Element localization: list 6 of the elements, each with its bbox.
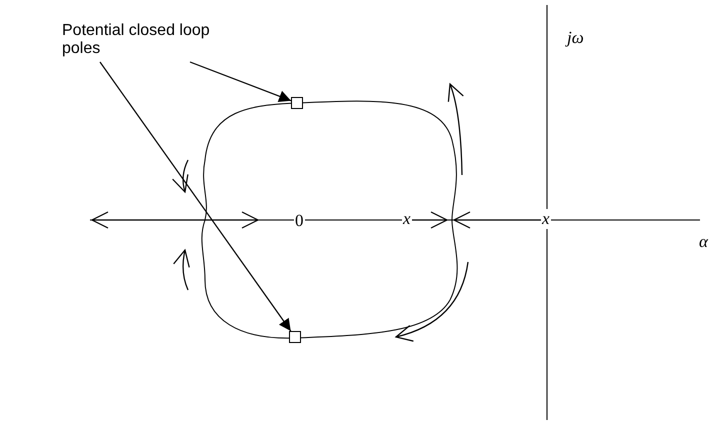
pole-label: x (541, 209, 551, 229)
pole-marker (291, 97, 303, 109)
pole-marker (289, 331, 301, 343)
callout-text: Potential closed loop poles (62, 22, 252, 59)
leader-arrow (190, 61, 292, 102)
leader-arrow (100, 62, 292, 332)
